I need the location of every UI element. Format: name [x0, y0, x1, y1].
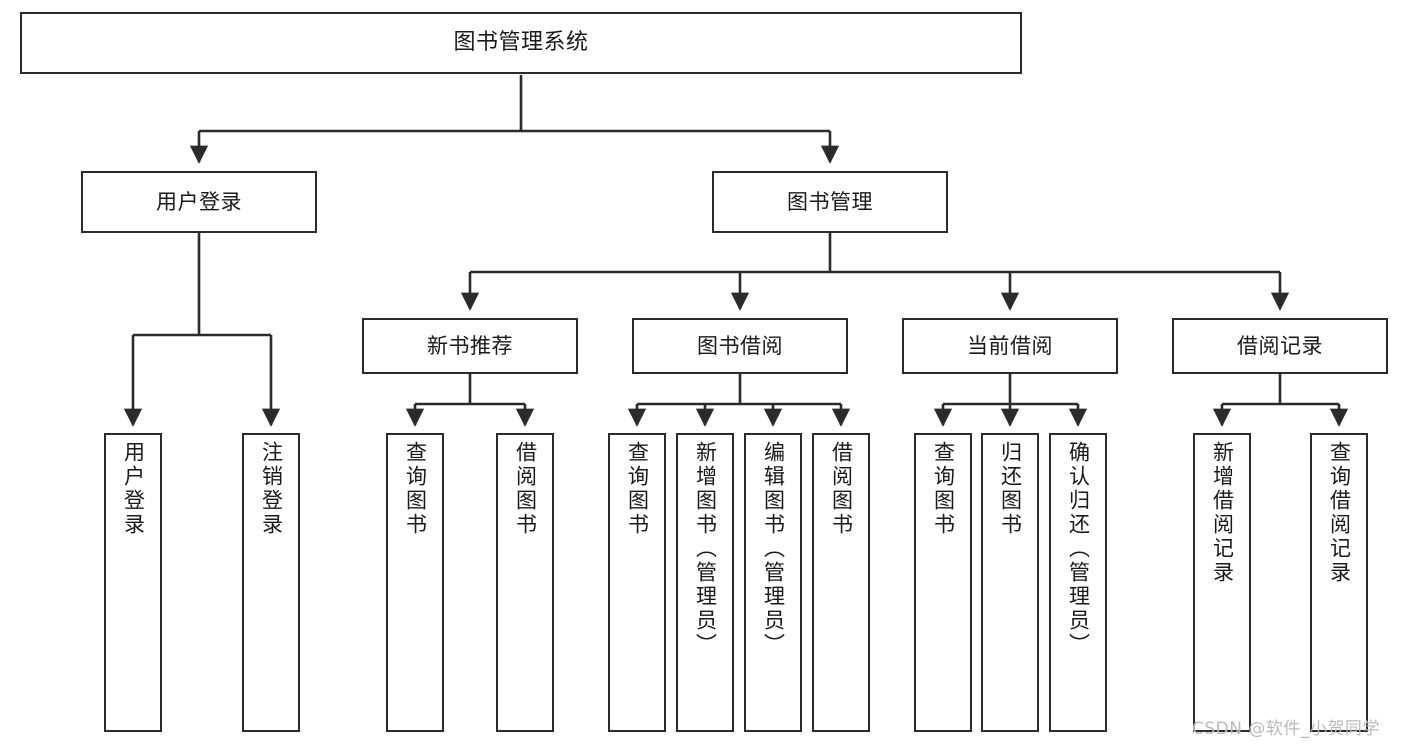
node-leaf-add-book-admin[interactable]: 新增图书（管理员）: [676, 433, 734, 732]
node-leaf-query-book-current[interactable]: 查询图书: [914, 433, 972, 732]
node-label: 借阅图书: [513, 441, 538, 537]
node-label: 借阅图书: [829, 441, 854, 537]
node-label: 查询图书: [931, 441, 956, 537]
node-book-management[interactable]: 图书管理: [712, 171, 948, 233]
node-leaf-confirm-return-admin[interactable]: 确认归还（管理员）: [1049, 433, 1107, 732]
node-label: 新增借阅记录: [1210, 441, 1235, 585]
node-label: 当前借阅: [967, 333, 1053, 358]
node-label: 借阅记录: [1237, 333, 1323, 358]
node-label: 查询借阅记录: [1327, 441, 1352, 585]
node-label: 新书推荐: [427, 333, 513, 358]
node-label: 图书借阅: [697, 333, 783, 358]
node-label: 查询图书: [403, 441, 428, 537]
node-current-borrow[interactable]: 当前借阅: [902, 318, 1118, 374]
node-leaf-borrow-book-recommend[interactable]: 借阅图书: [496, 433, 554, 732]
node-leaf-logout[interactable]: 注销登录: [242, 433, 300, 732]
node-user-login[interactable]: 用户登录: [81, 171, 317, 233]
node-leaf-query-borrow-record[interactable]: 查询借阅记录: [1310, 433, 1368, 732]
node-label: 图书管理系统: [453, 30, 589, 56]
csdn-watermark: CSDN @软件_小贺同学: [1192, 719, 1380, 739]
node-leaf-query-book-borrow[interactable]: 查询图书: [608, 433, 666, 732]
node-label: 用户登录: [156, 189, 242, 214]
node-borrow-record[interactable]: 借阅记录: [1172, 318, 1388, 374]
node-leaf-add-borrow-record[interactable]: 新增借阅记录: [1193, 433, 1251, 732]
node-label: 确认归还（管理员）: [1066, 441, 1091, 657]
node-label: 新增图书（管理员）: [693, 441, 718, 657]
node-label: 注销登录: [259, 441, 284, 537]
node-label: 归还图书: [998, 441, 1023, 537]
node-new-book-recommend[interactable]: 新书推荐: [362, 318, 578, 374]
node-label: 编辑图书（管理员）: [761, 441, 786, 657]
node-root-book-management-system[interactable]: 图书管理系统: [20, 12, 1022, 74]
node-leaf-user-login[interactable]: 用户登录: [104, 433, 162, 732]
node-label: 用户登录: [121, 441, 146, 537]
node-leaf-return-book[interactable]: 归还图书: [981, 433, 1039, 732]
node-label: 查询图书: [625, 441, 650, 537]
node-label: 图书管理: [787, 189, 873, 214]
node-leaf-edit-book-admin[interactable]: 编辑图书（管理员）: [744, 433, 802, 732]
node-book-borrow[interactable]: 图书借阅: [632, 318, 848, 374]
node-leaf-query-book-recommend[interactable]: 查询图书: [386, 433, 444, 732]
node-leaf-borrow-book[interactable]: 借阅图书: [812, 433, 870, 732]
